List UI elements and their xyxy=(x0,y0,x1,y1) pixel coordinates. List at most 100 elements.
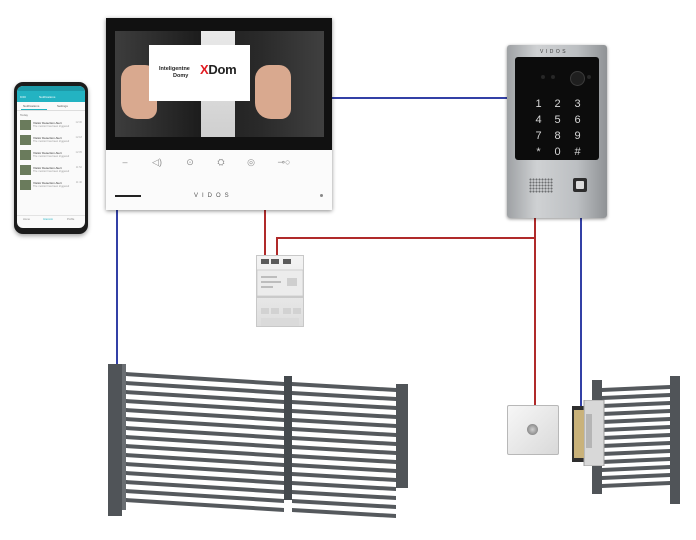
gate-slat xyxy=(292,472,396,482)
wicket-slat xyxy=(602,473,670,480)
gate-slat xyxy=(292,499,396,509)
ir-led xyxy=(551,75,555,79)
gate-slat xyxy=(126,399,284,413)
keypad-key[interactable]: # xyxy=(574,146,581,158)
keypad-key[interactable]: 5 xyxy=(554,114,561,126)
phone-tab-settings[interactable]: Settings xyxy=(57,104,68,108)
phone-nav-home[interactable]: Home xyxy=(23,218,30,221)
gate-slat xyxy=(126,453,284,467)
phone-nav-intercom[interactable]: Intercom xyxy=(43,218,54,221)
list-item-title: Visitor Detection Alert xyxy=(33,181,62,185)
wicket-slat xyxy=(602,385,670,392)
phone-status-bar xyxy=(17,86,85,91)
gate-slat xyxy=(126,480,284,494)
phone-nav-profile[interactable]: Profile xyxy=(67,218,75,221)
gate-post-right xyxy=(396,384,408,488)
gate-slat xyxy=(126,408,284,422)
gate-slat xyxy=(292,382,396,392)
menu-dash-icon[interactable]: – xyxy=(122,157,128,167)
gate-slat xyxy=(126,426,284,440)
keypad-key[interactable]: 8 xyxy=(554,130,561,142)
snapshot-thumbnail xyxy=(20,150,31,160)
power-supply-drawing xyxy=(253,259,304,326)
list-item-subtitle: The monitor has been triggered xyxy=(33,155,70,158)
keypad-key[interactable]: 4 xyxy=(535,114,542,126)
keypad-key[interactable]: 7 xyxy=(535,130,542,142)
monitor-image-card: Inteligentne Domy XDom xyxy=(149,45,250,101)
indoor-monitor: Inteligentne Domy XDom – ◁) ⊙ ⛭ ◎ ⊸○ VID… xyxy=(106,18,332,210)
gate-slat xyxy=(126,498,284,512)
list-item-time: 12:18 xyxy=(75,136,83,139)
keypad-key[interactable]: 0 xyxy=(554,146,561,158)
monitor-power-led xyxy=(320,194,323,197)
phone-app-title: Notifications xyxy=(39,95,56,99)
phone-tab-notifications[interactable]: Notifications xyxy=(23,104,40,108)
keypad-key[interactable]: 6 xyxy=(574,114,581,126)
gate-slat xyxy=(292,436,396,446)
gate-slat xyxy=(292,454,396,464)
gate-slat xyxy=(126,390,284,404)
snapshot-thumbnail xyxy=(20,135,31,145)
gate-slat xyxy=(126,471,284,485)
intercom-icon[interactable]: ◎ xyxy=(247,157,255,167)
keypad-key[interactable]: 2 xyxy=(554,98,561,110)
list-item-time: 12:05 xyxy=(75,151,83,154)
wicket-post-right xyxy=(670,376,680,504)
camera-lens-icon xyxy=(570,71,585,86)
wicket-slat xyxy=(602,441,670,448)
unlock-icon[interactable]: ⊙ xyxy=(186,157,194,167)
wire-monitor-to-panel xyxy=(332,97,508,99)
gate-slat xyxy=(126,381,284,395)
monitor-image-right-hand xyxy=(255,65,291,119)
list-item-title: Visitor Detection Alert xyxy=(33,121,62,125)
xdom-logo-rest: Dom xyxy=(208,62,237,77)
card-line2: Domy xyxy=(173,73,189,79)
wire-panel-to-exit-button xyxy=(534,216,536,406)
list-item-subtitle: The monitor has been triggered xyxy=(33,170,70,173)
phone-bottom-nav: Home Intercom Profile xyxy=(17,215,85,224)
call-button[interactable] xyxy=(573,178,587,192)
list-item-title: Visitor Detection Alert xyxy=(33,151,62,155)
keypad-key[interactable]: * xyxy=(536,146,541,158)
exit-push-button[interactable] xyxy=(527,424,538,435)
phone-screen: 9:00 Notifications Notifications Setting… xyxy=(17,86,85,228)
gate-slat xyxy=(292,409,396,419)
gate-slat xyxy=(126,489,284,503)
keypad-key[interactable]: 3 xyxy=(574,98,581,110)
gate-post-left xyxy=(108,364,122,516)
gate-slat xyxy=(292,481,396,491)
speaker-grille xyxy=(529,178,553,193)
wicket-slat xyxy=(602,417,670,424)
phone-status-time: 9:00 xyxy=(20,95,26,99)
gate-slat xyxy=(292,391,396,401)
phone-list-header: Today xyxy=(20,113,29,117)
keypad-key[interactable]: 1 xyxy=(535,98,542,110)
gate-center-post xyxy=(284,376,292,500)
person-icon[interactable]: ⛭ xyxy=(217,157,225,167)
list-item-time: 11:52 xyxy=(75,166,82,169)
electric-strike-lock xyxy=(572,400,605,466)
monitor-brand: VIDOS xyxy=(194,193,233,199)
phone-app-bar: 9:00 Notifications xyxy=(17,91,85,102)
wicket-slat xyxy=(602,457,670,464)
list-item-subtitle: The monitor has been triggered xyxy=(33,125,70,128)
list-item-title: Visitor Detection Alert xyxy=(33,166,62,170)
wicket-slat xyxy=(602,433,670,440)
exit-button-plate xyxy=(507,405,559,455)
key-icon[interactable]: ⊸○ xyxy=(277,157,291,167)
phone-tabs: Notifications Settings xyxy=(17,102,85,111)
keypad-key[interactable]: 9 xyxy=(574,130,581,142)
speaker-icon[interactable]: ◁) xyxy=(152,157,162,167)
list-item-time: 12:30 xyxy=(75,121,83,124)
wicket-slat xyxy=(602,481,670,488)
ir-led xyxy=(587,75,591,79)
gate-slats xyxy=(126,372,396,518)
list-item-subtitle: The monitor has been triggered xyxy=(33,140,70,143)
wire-psu-to-panel-v xyxy=(276,237,278,257)
